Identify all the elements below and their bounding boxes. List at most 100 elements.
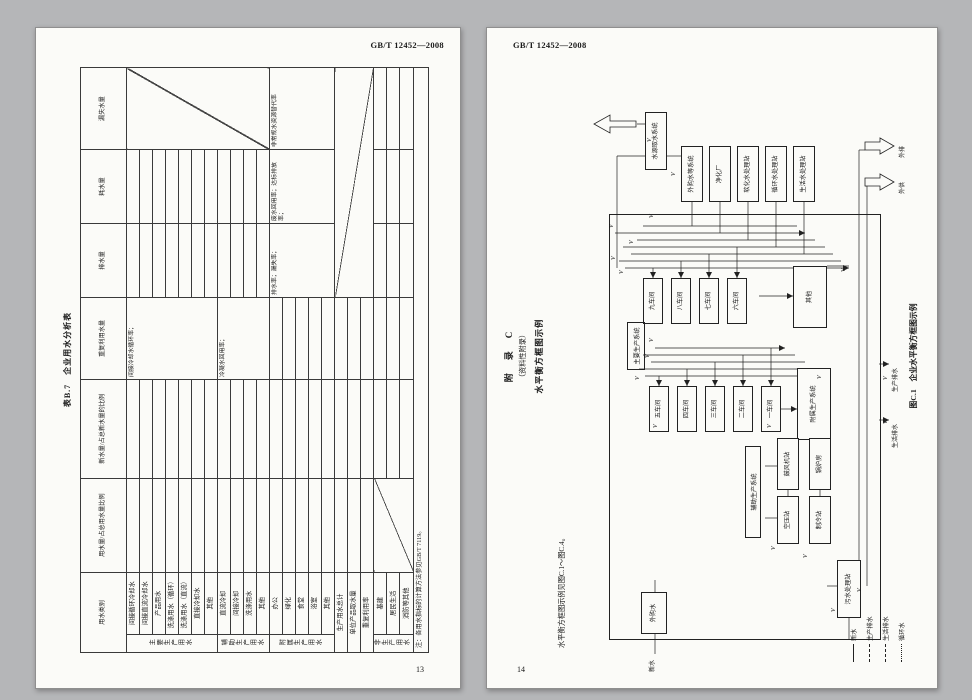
summary-row-label: 重复利用率 — [360, 572, 374, 653]
box-domestic: 生活水处理站 — [793, 146, 815, 202]
row-label: 洗涤用水（直流） — [178, 572, 192, 635]
box-boiler: 锅炉房 — [809, 438, 831, 490]
flow-variable-label: V — [857, 588, 863, 592]
data-cell — [373, 67, 387, 150]
data-cell — [269, 297, 283, 380]
row-label: 办公 — [269, 572, 283, 635]
row-label: 居民生活 — [386, 572, 400, 635]
table-note: 注：各用水指标的计算方法参见GB/T 7119。 — [413, 67, 429, 653]
data-cell — [139, 478, 153, 573]
legend-label: 新水 — [851, 628, 858, 641]
box-purchase: 外购水等系统 — [681, 146, 703, 202]
standard-number-header: GB/T 12452—2008 — [370, 40, 444, 50]
data-cell — [204, 149, 218, 224]
page-14: GB/T 12452—2008 附 录 C （资料性附录） 水平衡方框图示例 水… — [486, 27, 938, 689]
legend-item: 新水 — [849, 629, 858, 662]
col-header: 耗水量 — [80, 149, 127, 224]
group-label-text: 非生产用水 — [374, 639, 411, 647]
data-cell — [217, 379, 231, 479]
flow-variable-label: V — [831, 608, 837, 612]
water-analysis-table: 用水类别用水量/占总用水量比例新水量/占总新水量的比例重复利用水量排水量耗水量漏… — [80, 67, 429, 653]
data-cell — [139, 149, 153, 224]
row-label: 直流冷却 — [217, 572, 231, 635]
flow-variable-label: V — [841, 268, 847, 272]
box-w7: 七车间 — [699, 278, 719, 324]
summary-row-label: 单位产品取水量 — [347, 572, 361, 653]
data-cell — [373, 149, 387, 224]
group-label: 主要生产用水 — [126, 634, 218, 653]
group-label-text: 主要生产用水 — [149, 639, 193, 647]
data-cell — [386, 67, 400, 150]
water-balance-diagram: 水源取水系统外购水等系统净化厂软化水处理站循环水处理站生活水处理站九车间八车间七… — [575, 36, 906, 676]
legend-line-sample — [869, 644, 870, 662]
legend-item: 循环水 — [897, 622, 906, 662]
data-cell — [256, 379, 270, 479]
flow-variable-label: V — [635, 376, 641, 380]
col-header: 排水量 — [80, 223, 127, 298]
flow-variable-label: V — [647, 138, 653, 142]
label-prod-drain: 生产排水 — [893, 367, 899, 392]
data-cell — [399, 149, 414, 224]
data-cell — [321, 297, 335, 380]
data-cell — [191, 149, 205, 224]
figure-caption: 图C.1 企业水平衡方框图示例 — [909, 303, 918, 409]
data-cell — [295, 379, 309, 479]
box-w4: 四车间 — [677, 386, 697, 432]
data-cell — [256, 478, 270, 573]
data-cell — [256, 149, 270, 224]
data-cell — [308, 297, 322, 380]
data-cell — [230, 223, 244, 298]
data-cell — [360, 379, 374, 479]
data-cell — [347, 478, 361, 573]
data-cell — [165, 149, 179, 224]
data-cell — [269, 478, 283, 573]
data-cell — [334, 478, 348, 573]
merged-na-cell — [334, 67, 374, 298]
data-cell — [360, 478, 374, 573]
group-label: 非生产用水 — [373, 634, 414, 653]
data-cell — [178, 379, 192, 479]
data-cell — [308, 379, 322, 479]
summary-row-label: 生产用水总计 — [334, 572, 348, 653]
data-cell — [334, 297, 348, 380]
merged-na-cell — [373, 478, 414, 573]
group-label-text: 附属生产用水 — [279, 639, 323, 647]
table-title: 表B.7 企业用水分析表 — [63, 311, 72, 408]
data-cell — [191, 379, 205, 479]
data-cell — [295, 297, 309, 380]
row-label: 间接循环冷却水 — [126, 572, 140, 635]
row-label: 浴室 — [308, 572, 322, 635]
data-cell — [334, 379, 348, 479]
data-cell — [373, 223, 387, 298]
rotated-table-area: 表B.7 企业用水分析表 用水类别用水量/占总用水量比例新水量/占总新水量的比例… — [60, 62, 432, 657]
data-cell — [165, 223, 179, 298]
data-cell — [165, 478, 179, 573]
row-label: 基建 — [373, 572, 387, 635]
flow-variable-label: V — [649, 214, 655, 218]
data-cell — [230, 379, 244, 479]
row-label: 产品用水 — [152, 572, 166, 635]
flow-variable-label: V — [611, 256, 617, 260]
data-cell — [347, 297, 361, 380]
data-cell — [282, 379, 296, 479]
data-cell — [178, 478, 192, 573]
data-cell — [152, 379, 166, 479]
legend-line-sample — [885, 644, 886, 662]
box-w8: 八车间 — [671, 278, 691, 324]
row-label: 间接直流冷却水 — [139, 572, 153, 635]
data-cell — [217, 223, 231, 298]
label-discharge: 外排 — [900, 145, 906, 158]
data-cell — [373, 379, 387, 479]
data-cell — [139, 223, 153, 298]
data-cell — [243, 379, 257, 479]
label-life-drain: 生活排水 — [893, 423, 899, 448]
annotation-cell: 废水回用率；达标排放率； — [269, 149, 335, 224]
row-label: 间接冷却 — [230, 572, 244, 635]
legend-item: 生产排水 — [865, 616, 874, 662]
data-cell — [152, 223, 166, 298]
row-label: 绿化 — [282, 572, 296, 635]
data-cell — [360, 297, 374, 380]
data-cell — [230, 478, 244, 573]
row-label: 消防等其他 — [399, 572, 414, 635]
data-cell — [217, 478, 231, 573]
